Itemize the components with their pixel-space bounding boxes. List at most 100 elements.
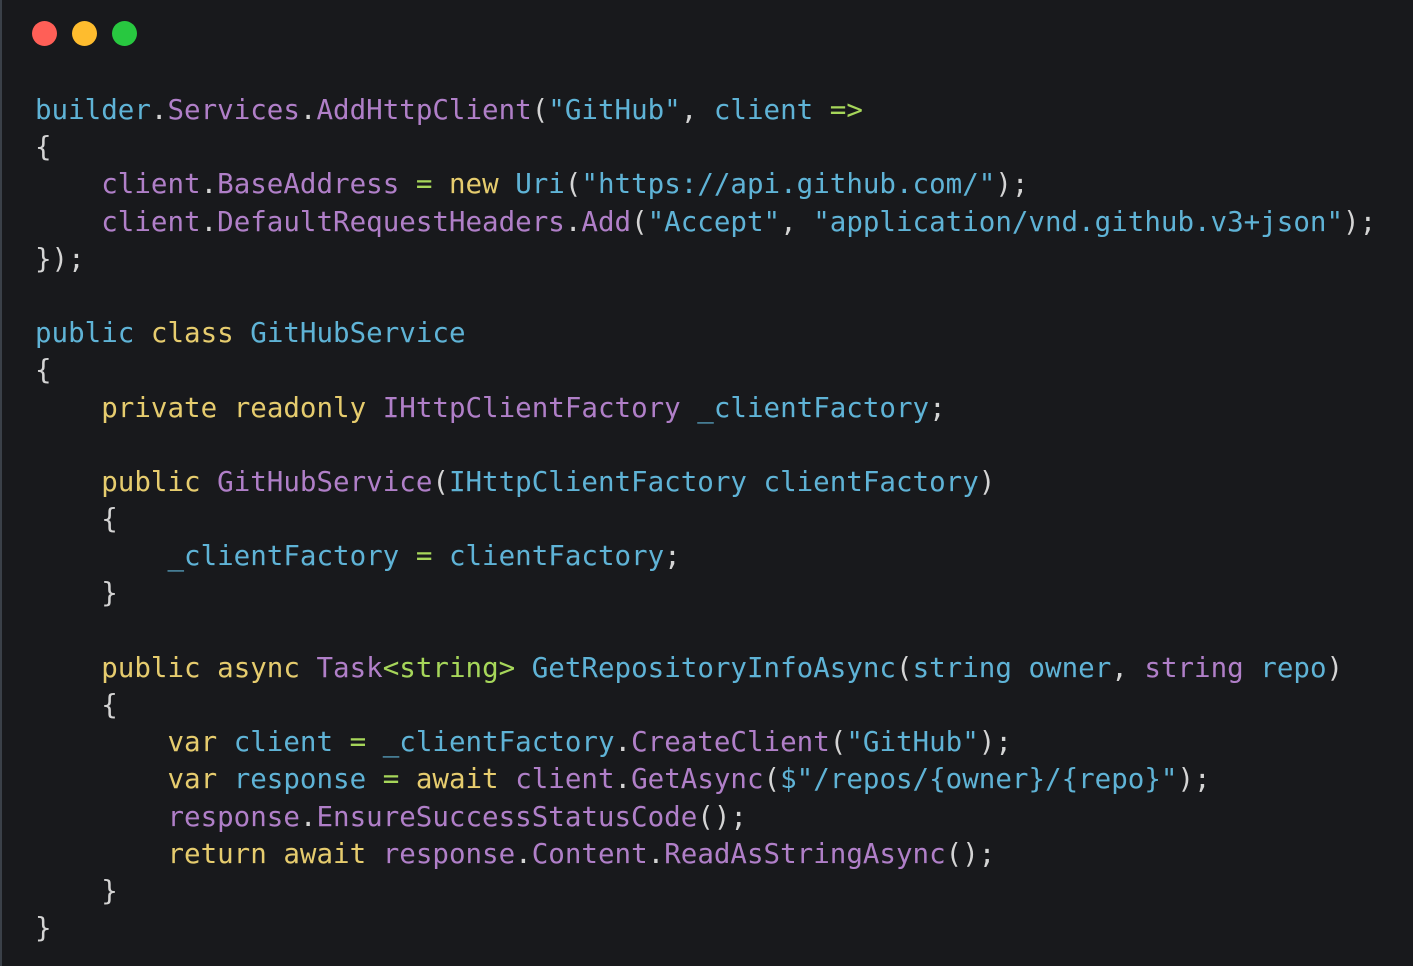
code-token-punct: . xyxy=(299,94,317,126)
code-line: } xyxy=(35,575,1376,612)
code-token-punct: , xyxy=(1111,651,1145,684)
code-token-member: IHttpClientFactory xyxy=(382,391,681,424)
code-token-plain xyxy=(366,838,383,870)
code-block[interactable]: builder.Services.AddHttpClient("GitHub",… xyxy=(35,92,1376,947)
code-token-keyword: public xyxy=(101,651,201,684)
code-token-var: string xyxy=(912,651,1012,684)
code-token-punct: ( xyxy=(896,651,913,684)
code-token-punct: , xyxy=(680,94,714,126)
code-token-punct: ; xyxy=(664,540,681,573)
code-line: response.EnsureSuccessStatusCode(); xyxy=(35,799,1376,836)
code-token-plain xyxy=(1244,652,1261,684)
code-token-plain xyxy=(217,392,234,424)
code-line: } xyxy=(35,910,1376,947)
code-token-punct: ); xyxy=(995,168,1029,201)
code-token-punct: { xyxy=(35,689,118,721)
code-line xyxy=(35,613,1376,650)
code-token-string: $"/repos/{owner}/{repo}" xyxy=(780,763,1178,796)
code-token-punct: { xyxy=(35,503,118,536)
code-token-string: "application/vnd.github.v3+json" xyxy=(813,205,1344,238)
code-token-plain xyxy=(747,466,764,498)
code-token-plain xyxy=(432,540,449,572)
code-token-punct: ( xyxy=(531,94,549,126)
code-token-keyword: private xyxy=(101,391,218,424)
code-token-plain xyxy=(35,206,101,238)
code-token-plain xyxy=(499,168,516,200)
code-line: } xyxy=(35,873,1376,910)
code-token-member: client xyxy=(101,168,201,201)
code-token-keyword: var xyxy=(167,763,218,796)
code-token-plain xyxy=(134,317,151,349)
code-token-plain xyxy=(217,726,234,758)
code-token-plain xyxy=(399,763,416,795)
code-token-plain xyxy=(399,168,416,200)
minimize-button[interactable] xyxy=(72,21,97,46)
code-token-punct: { xyxy=(35,131,52,164)
code-token-var: clientFactory xyxy=(448,540,665,573)
code-line: { xyxy=(35,352,1376,389)
code-token-punct: . xyxy=(150,94,168,126)
code-token-keyword: var xyxy=(167,726,218,759)
code-token-punct: }); xyxy=(35,242,85,275)
code-token-keyword: new xyxy=(448,168,499,201)
code-token-member: ReadAsStringAsync xyxy=(664,837,946,870)
code-token-var: client xyxy=(233,726,334,759)
code-token-plain xyxy=(333,726,350,758)
code-line: { xyxy=(35,501,1376,538)
code-line: _clientFactory = clientFactory; xyxy=(35,538,1376,575)
window-controls xyxy=(32,21,137,46)
code-token-punct: . xyxy=(200,205,218,238)
code-token-punct: ) xyxy=(978,465,996,498)
code-line: return await response.Content.ReadAsStri… xyxy=(35,836,1376,873)
code-token-keyword: await xyxy=(415,763,499,796)
code-token-punct: . xyxy=(200,168,218,201)
code-token-plain xyxy=(35,838,167,870)
code-token-punct: . xyxy=(515,837,532,870)
code-token-punct: . xyxy=(614,763,632,796)
code-line xyxy=(35,427,1376,464)
code-token-punct: ( xyxy=(763,763,781,796)
code-token-punct: { xyxy=(35,354,52,387)
code-token-plain xyxy=(35,652,101,684)
code-line: public async Task<string> GetRepositoryI… xyxy=(35,650,1376,687)
code-token-plain xyxy=(1012,652,1029,684)
code-token-var: _clientFactory xyxy=(382,726,615,759)
code-token-punct: (); xyxy=(945,837,996,870)
code-token-punct: ); xyxy=(1177,763,1211,796)
code-token-plain xyxy=(813,94,830,126)
code-token-type: GetRepositoryInfoAsync xyxy=(531,651,896,684)
code-token-member: GetAsync xyxy=(631,763,764,796)
code-line: var client = _clientFactory.CreateClient… xyxy=(35,724,1376,761)
code-line xyxy=(35,278,1376,315)
code-token-plain xyxy=(234,317,251,349)
code-token-punct: ); xyxy=(978,726,1012,759)
code-token-var: clientFactory xyxy=(763,465,979,498)
code-token-member: response xyxy=(167,800,300,833)
code-line: builder.Services.AddHttpClient("GitHub",… xyxy=(35,92,1376,129)
code-token-member: DefaultRequestHeaders xyxy=(217,205,565,238)
code-token-member: client xyxy=(515,763,615,796)
code-token-keyword: async xyxy=(217,651,300,684)
close-button[interactable] xyxy=(32,21,57,46)
code-token-plain xyxy=(35,168,101,200)
code-token-plain xyxy=(35,801,167,833)
code-token-punct: . xyxy=(564,205,582,238)
code-token-plain xyxy=(35,466,101,498)
code-token-plain xyxy=(499,763,516,795)
code-line: { xyxy=(35,687,1376,724)
maximize-button[interactable] xyxy=(112,21,137,46)
code-token-plain xyxy=(217,763,234,795)
code-token-string: "GitHub" xyxy=(548,94,681,126)
code-token-punct: ) xyxy=(1326,651,1344,684)
code-token-var: public xyxy=(35,317,135,350)
code-line: }); xyxy=(35,241,1376,278)
code-token-plain xyxy=(35,392,101,424)
code-token-plain xyxy=(35,726,167,758)
code-token-var: builder xyxy=(35,94,151,126)
code-token-string: "GitHub" xyxy=(846,726,979,759)
code-token-punct: ( xyxy=(829,726,847,759)
code-token-var: response xyxy=(233,763,367,796)
code-token-punct: , xyxy=(780,205,814,238)
code-token-punct: ( xyxy=(631,205,648,238)
